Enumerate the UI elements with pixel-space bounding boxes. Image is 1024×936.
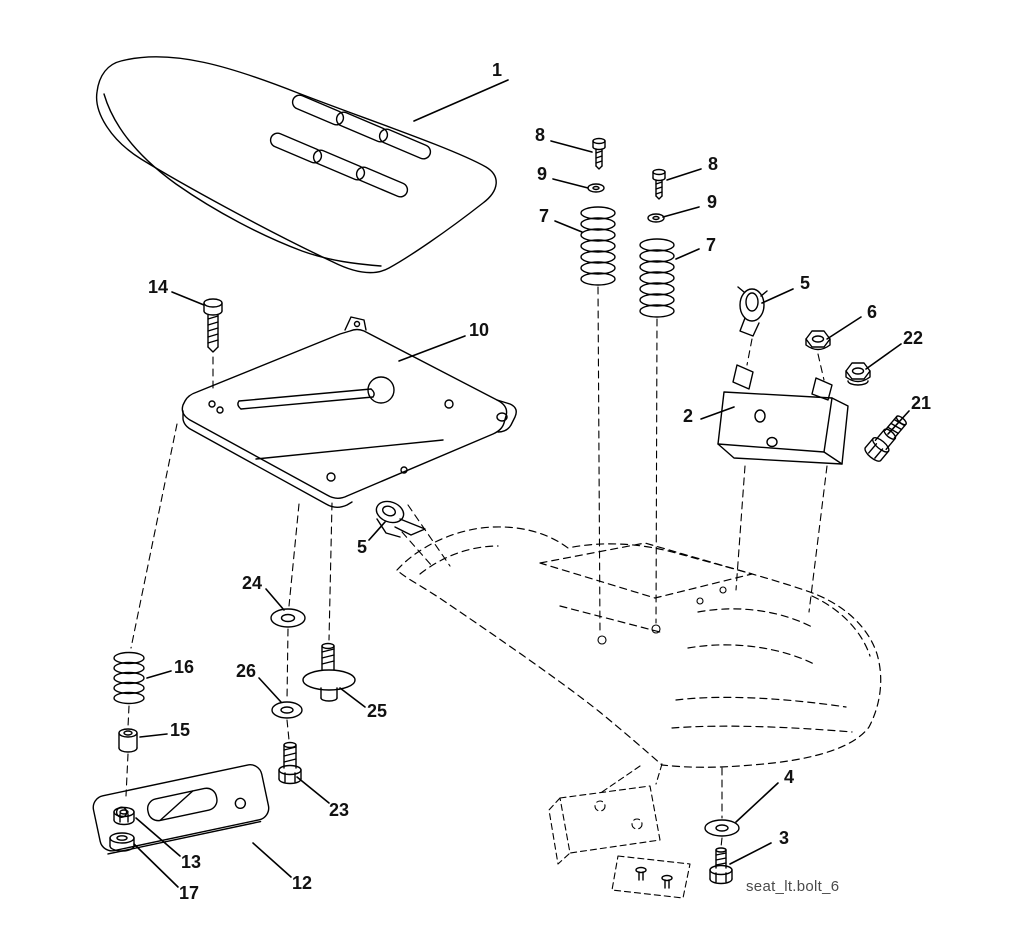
part-callout-5a: 5 — [799, 273, 811, 293]
nut-13-illustration — [113, 806, 135, 826]
part-callout-7a: 7 — [538, 206, 550, 226]
part-callout-5b: 5 — [356, 537, 368, 557]
spring-7-right-illustration — [639, 238, 675, 318]
projection-lines — [125, 286, 828, 848]
spring-7-left-illustration — [580, 206, 616, 286]
bushing-15-illustration — [118, 728, 138, 753]
fender-holes — [597, 586, 727, 645]
part-callout-8a: 8 — [534, 125, 546, 145]
part-callout-6: 6 — [866, 302, 878, 322]
bracket-2-illustration — [717, 364, 849, 465]
part-callout-12: 12 — [291, 873, 313, 893]
part-callout-8b: 8 — [707, 154, 719, 174]
leader-lines — [133, 79, 910, 888]
part-callout-17: 17 — [178, 883, 200, 903]
support-bracket-illustration — [548, 763, 691, 899]
part-callout-15: 15 — [169, 720, 191, 740]
part-callout-9b: 9 — [706, 192, 718, 212]
bolt-8-right-illustration — [652, 168, 666, 200]
part-callout-23: 23 — [328, 800, 350, 820]
part-callout-4: 4 — [783, 767, 795, 787]
nut-22-illustration — [845, 362, 871, 386]
bolt-23-illustration — [278, 741, 302, 785]
washer-9-right-illustration — [647, 213, 665, 223]
bolt-14-illustration — [203, 298, 223, 353]
seat-illustration — [95, 56, 497, 274]
part-callout-10: 10 — [468, 320, 490, 340]
part-callout-16: 16 — [173, 657, 195, 677]
part-callout-13: 13 — [180, 852, 202, 872]
clip-illustration-top — [737, 286, 768, 337]
part-callout-21: 21 — [910, 393, 932, 413]
bolt-3-illustration — [709, 847, 733, 885]
support-bracket-bolts — [635, 866, 673, 889]
part-callout-3: 3 — [778, 828, 790, 848]
washer-4-illustration — [704, 819, 740, 837]
part-callout-7b: 7 — [705, 235, 717, 255]
seat-pan-illustration — [181, 316, 517, 508]
bolt-25-illustration — [302, 642, 356, 702]
bolt-8-left-illustration — [592, 137, 606, 170]
part-callout-2: 2 — [682, 406, 694, 426]
washer-24-illustration — [270, 608, 306, 628]
clip-illustration-mid — [375, 500, 426, 538]
fender-illustration — [396, 526, 882, 768]
part-callout-1: 1 — [491, 60, 503, 80]
part-callout-24: 24 — [241, 573, 263, 593]
spring-16-illustration — [113, 651, 145, 705]
part-callout-9a: 9 — [536, 164, 548, 184]
part-callout-26: 26 — [235, 661, 257, 681]
bolt-21-illustration — [864, 415, 907, 462]
part-callout-22: 22 — [902, 328, 924, 348]
part-callout-14: 14 — [147, 277, 169, 297]
washer-9-left-illustration — [587, 183, 605, 193]
diagram-caption: seat_lt.bolt_6 — [746, 878, 840, 895]
washer-26-illustration — [271, 701, 303, 719]
nut-6-illustration — [805, 330, 831, 351]
part-callout-25: 25 — [366, 701, 388, 721]
